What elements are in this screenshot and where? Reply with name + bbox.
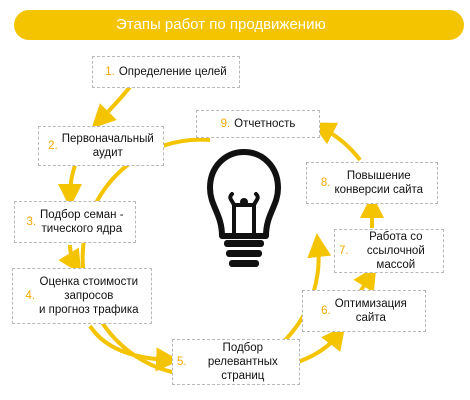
arrow-5-6 (297, 325, 346, 364)
step-label: Оценка стоимости запросов и прогноз траф… (39, 276, 139, 316)
step-9: 9.Отчетность (196, 110, 320, 138)
step-label: Первоначальный аудит (61, 133, 154, 159)
arrow-2-3 (58, 164, 83, 208)
step-number: 5. (177, 356, 187, 368)
step-label: Повышение конверсии сайта (334, 170, 424, 196)
step-label: Подбор семан - тического ядра (40, 209, 124, 235)
step-3: 3.Подбор семан - тического ядра (14, 201, 136, 243)
arrow-8-9 (311, 122, 362, 162)
step-label: Определение целей (118, 66, 227, 78)
step-4: 4.Оценка стоимости запросов и прогноз тр… (12, 268, 152, 324)
arrow-3-4 (58, 244, 82, 275)
lightbulb-icon (207, 149, 281, 267)
step-number: 8. (320, 177, 331, 189)
arrow-6-7 (353, 265, 377, 294)
step-5: 5. Подбор релевантных страниц (172, 339, 300, 385)
step-number: 1. (105, 66, 115, 78)
step-2: 2.Первоначальный аудит (38, 126, 164, 166)
step-number: 2. (48, 140, 58, 152)
step-number: 3. (26, 216, 37, 228)
step-number: 6. (321, 305, 331, 317)
step-7: 7. Работа со ссылочной массой (334, 229, 444, 273)
step-label: Подбор релевантных страниц (207, 342, 278, 382)
step-label: Работа со ссылочной массой (366, 231, 425, 271)
diagram-title: Этапы работ по продвижению (14, 10, 464, 40)
step-8: 8.Повышение конверсии сайта (306, 162, 438, 204)
step-number: 9. (220, 118, 231, 130)
step-label: Оптимизация сайта (334, 298, 407, 324)
arrow-1-2 (91, 85, 132, 129)
cycle-arrow (80, 137, 332, 378)
step-number: 7. (339, 245, 349, 257)
step-number: 4. (25, 290, 36, 302)
step-label: Отчетность (234, 118, 296, 130)
step-6: 6.Оптимизация сайта (302, 290, 426, 332)
arrow-4-5 (88, 324, 180, 372)
step-1: 1.Определение целей (92, 56, 240, 88)
